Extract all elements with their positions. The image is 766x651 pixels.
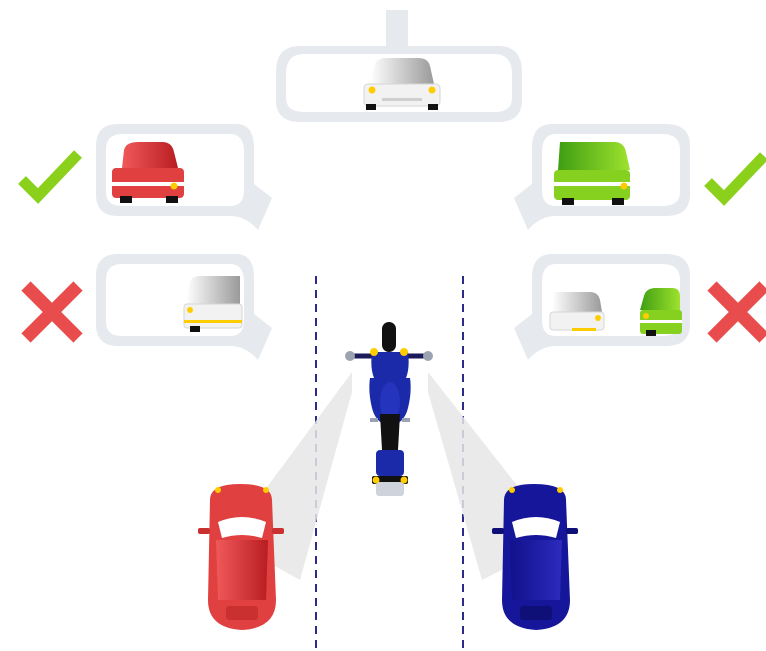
mirror-green-car (554, 142, 630, 205)
mirror-white-car (184, 276, 242, 332)
mirror-green-car (640, 288, 682, 336)
seat (380, 414, 400, 450)
front-wheel (382, 322, 396, 352)
rearview-mirror (276, 10, 522, 122)
motorcycle (345, 322, 433, 496)
cross-icon (26, 286, 78, 338)
windshield (218, 517, 266, 538)
rearview-white-car (364, 58, 440, 110)
mirror-right-incorrect (514, 254, 690, 360)
windshield (512, 517, 560, 538)
check-icon (708, 156, 764, 198)
mirror-white-car (550, 292, 604, 331)
mirror-left-correct (96, 124, 272, 230)
mirror-mount (386, 10, 408, 48)
check-icon (22, 154, 78, 196)
mirror-left-incorrect (96, 254, 272, 360)
cross-icon (712, 286, 764, 338)
blue-car (492, 484, 578, 630)
red-car (198, 484, 284, 630)
mirror-right-correct (514, 124, 690, 230)
